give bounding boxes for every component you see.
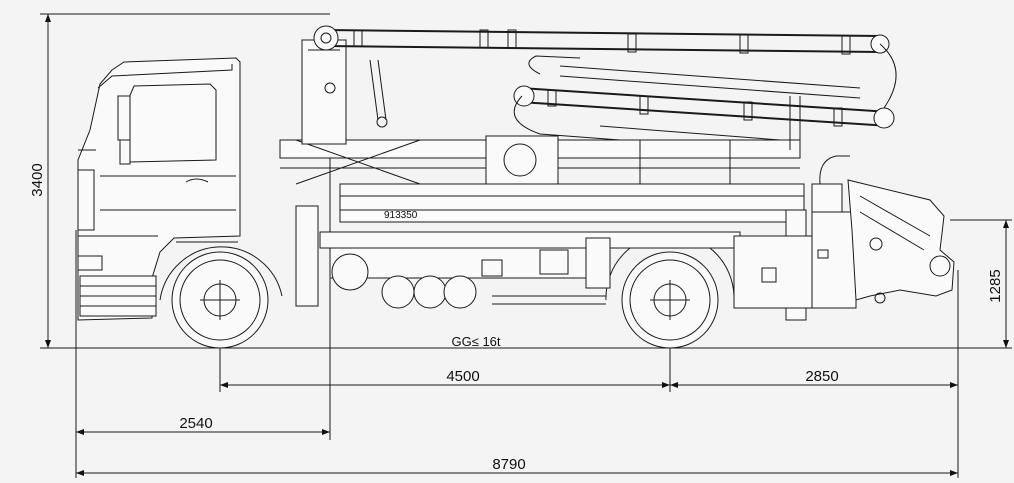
rear-height-label: 1285 bbox=[987, 269, 1004, 302]
gross-weight-label: GG≤ 16t bbox=[451, 334, 500, 349]
front-distance-label: 2540 bbox=[179, 415, 212, 432]
serial-plate-label: 913350 bbox=[384, 210, 418, 221]
wheelbase-label: 4500 bbox=[446, 368, 479, 385]
rear-wheel bbox=[605, 233, 735, 349]
rear-overhang-label: 2850 bbox=[805, 368, 838, 385]
cab bbox=[77, 57, 241, 321]
front-wheel bbox=[159, 246, 283, 349]
height-label: 3400 bbox=[29, 163, 46, 196]
boom bbox=[313, 25, 897, 150]
chassis: 913350 bbox=[279, 39, 807, 321]
total-length-label: 8790 bbox=[492, 456, 525, 473]
truck-drawing: 913350 bbox=[77, 25, 955, 349]
pump-unit bbox=[733, 155, 955, 309]
fuel-and-air-tanks bbox=[329, 237, 611, 309]
